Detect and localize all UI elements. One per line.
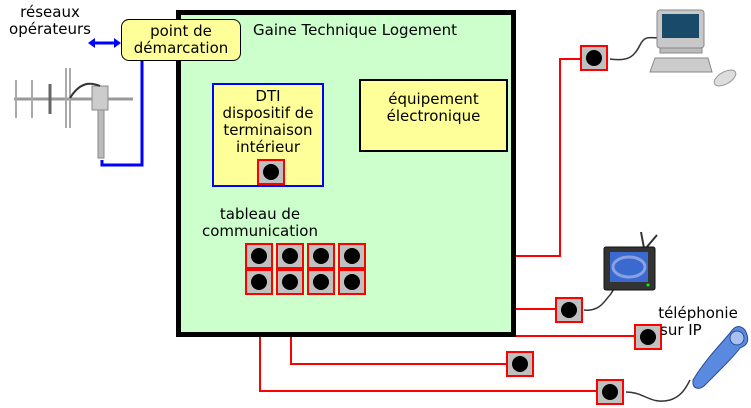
demarcation-point: point de démarcation: [121, 19, 241, 61]
dti-label-line4: intérieur: [235, 138, 301, 156]
ip-phone-label: téléphonie sur IP: [648, 305, 748, 339]
tableau-label-line1: tableau de: [219, 205, 301, 223]
operator-arrow-icon: [88, 38, 121, 48]
equip-label-line2: électronique: [386, 107, 481, 125]
tableau-label: tableau de communication: [200, 206, 320, 240]
panel-jack: [276, 269, 304, 295]
panel-jack: [307, 243, 335, 269]
operators-label-line2: opérateurs: [9, 20, 91, 38]
panel-jack: [245, 243, 273, 269]
ip-phone-label-line2: sur IP: [660, 321, 702, 339]
computer-cord: [609, 36, 661, 61]
dti-label-line2: dispositif de: [222, 104, 314, 122]
dti-label-line3: terminaison: [223, 121, 313, 139]
panel-jack: [276, 243, 304, 269]
electronic-equipment-box: équipement électronique: [359, 79, 508, 152]
ip-phone-label-line1: téléphonie: [658, 304, 738, 322]
coax-cable: [100, 61, 144, 167]
operators-label: réseaux opérateurs: [0, 4, 100, 38]
equip-label-line1: équipement: [388, 90, 479, 108]
operators-label-line1: réseaux: [20, 3, 80, 21]
panel-jack: [338, 243, 366, 269]
demarcation-label-line1: point de: [150, 22, 212, 40]
demarcation-label-line2: démarcation: [133, 39, 229, 57]
panel-jack: [245, 269, 273, 295]
tableau-label-line2: communication: [201, 222, 318, 240]
gtl-title: Gaine Technique Logement: [253, 21, 458, 39]
panel-jack: [338, 269, 366, 295]
outlet-3: [634, 324, 662, 350]
outlet-computer: [580, 45, 608, 71]
dti-jack: [257, 159, 285, 185]
outlet-tv: [555, 297, 583, 323]
dti-label-line1: DTI: [255, 87, 281, 105]
outlet-phone: [596, 379, 624, 405]
phone-cord: [625, 379, 691, 402]
panel-jack: [307, 269, 335, 295]
outlet-4: [506, 351, 534, 377]
